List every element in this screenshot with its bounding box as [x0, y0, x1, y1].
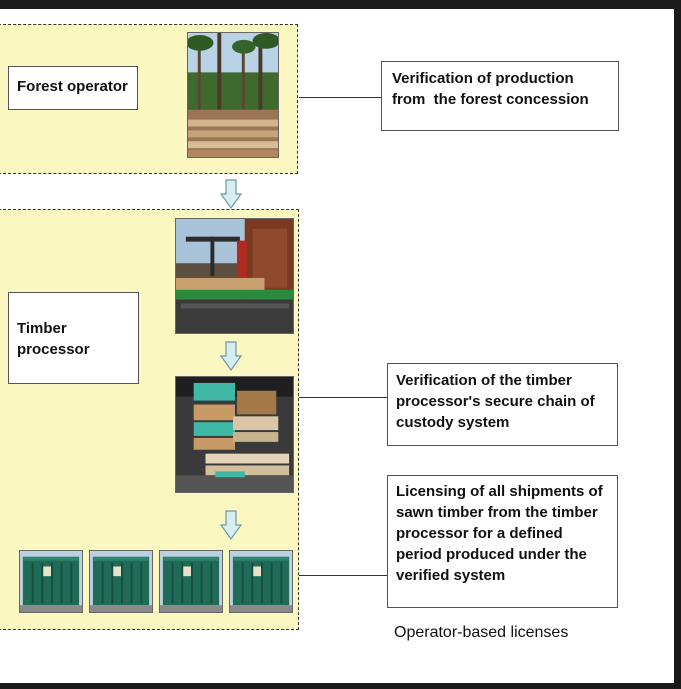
frame-top-border	[0, 0, 681, 9]
frame-bottom-border	[0, 683, 681, 689]
chain-connector-line	[299, 397, 387, 398]
shipping-container-photo	[159, 550, 223, 613]
sawmill-photo	[175, 218, 294, 334]
shipping-container-photo	[229, 550, 293, 613]
forest-operator-label: Forest operator	[8, 66, 138, 110]
production-connector-line	[299, 97, 381, 98]
down-arrow-icon	[220, 510, 242, 540]
stacked-timber-photo	[175, 376, 294, 493]
licensing-connector-line	[299, 575, 387, 576]
timber-processor-label: Timber processor	[8, 292, 139, 384]
shipping-container-photo	[19, 550, 83, 613]
down-arrow-icon	[220, 341, 242, 371]
chain-verification-note: Verification of the timber processor's s…	[387, 363, 618, 446]
operator-based-licenses-caption: Operator-based licenses	[394, 624, 569, 641]
frame-right-border	[674, 0, 681, 689]
shipping-container-photo	[89, 550, 153, 613]
down-arrow-icon	[220, 179, 242, 209]
licensing-note: Licensing of all shipments of sawn timbe…	[387, 475, 618, 608]
production-verification-note: Verification of production from the fore…	[381, 61, 619, 131]
forest-logging-photo	[187, 32, 279, 158]
